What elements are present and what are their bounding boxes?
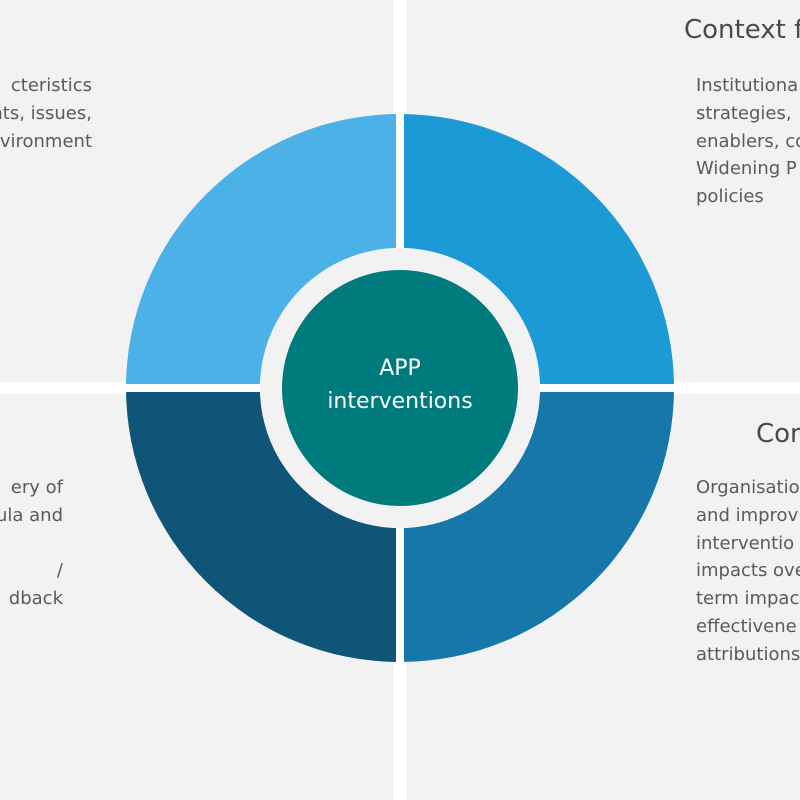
text-line: impacts ove bbox=[696, 560, 800, 582]
text-line: ery of bbox=[10, 477, 63, 498]
text-line: ula and bbox=[0, 504, 63, 526]
ring-segment-top-right bbox=[400, 114, 674, 388]
ring-segment-top-left bbox=[126, 114, 400, 388]
center-label-line: APP bbox=[379, 356, 421, 381]
text-line: enablers, co bbox=[696, 130, 800, 152]
center-label-line: interventions bbox=[327, 389, 473, 414]
quadrant-top-right-text: Institutiona strategies, enablers, co Wi… bbox=[696, 72, 800, 211]
quadrant-bottom-right-title: Con bbox=[756, 419, 800, 449]
quadrant-top-right-title: Context f bbox=[684, 15, 800, 45]
text-line: term impac bbox=[696, 588, 800, 610]
text-line: Institutiona bbox=[696, 75, 799, 96]
text-line: and improv bbox=[696, 504, 799, 526]
center-circle bbox=[282, 270, 518, 506]
text-line: vironment bbox=[0, 130, 92, 152]
text-line: dback bbox=[8, 588, 63, 610]
quadrant-top-left-text: cteristics nts, issues, vironment bbox=[0, 72, 92, 155]
quadrant-bottom-left-text: ery of ula and / dback bbox=[0, 474, 63, 613]
text-line: policies bbox=[696, 186, 764, 208]
text-line: interventio bbox=[696, 532, 795, 554]
center-label: APP interventions bbox=[282, 352, 518, 418]
text-line: strategies, bbox=[696, 102, 792, 124]
text-line: effectivene bbox=[696, 615, 797, 637]
ring-segment-bottom-right bbox=[400, 388, 674, 662]
text-line: Widening P bbox=[696, 158, 797, 180]
quadrant-bottom-right-text: Organisatio and improv interventio impac… bbox=[696, 474, 800, 669]
text-line: Organisatio bbox=[696, 477, 800, 498]
ring-segment-bottom-left bbox=[126, 388, 400, 662]
text-line: / bbox=[56, 560, 63, 582]
text-line: cteristics bbox=[10, 75, 92, 96]
text-line: attributions bbox=[696, 643, 800, 665]
text-line: nts, issues, bbox=[0, 102, 92, 124]
